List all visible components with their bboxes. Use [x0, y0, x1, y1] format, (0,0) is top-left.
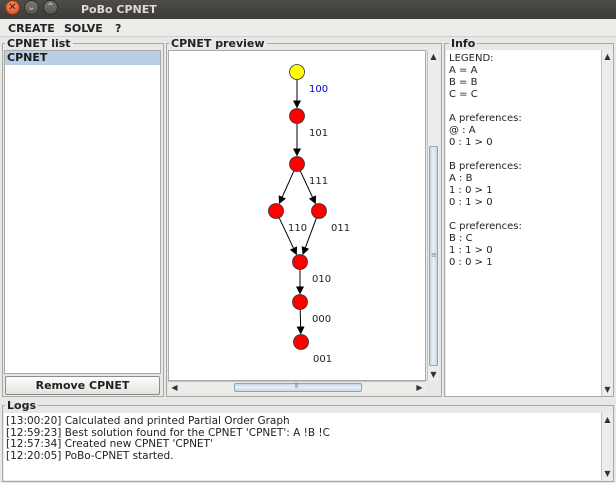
graph-node [289, 108, 305, 124]
close-icon: ✕ [8, 1, 17, 13]
info-line: A : B [449, 173, 473, 184]
info-line: C preferences: [449, 221, 522, 232]
info-line: C = C [449, 89, 478, 100]
graph-node-label: 110 [288, 223, 307, 234]
info-line: 0 : 0 > 1 [449, 257, 493, 268]
minimize-window-button[interactable]: ⌄ [24, 0, 39, 15]
menu-create[interactable]: CREATE [8, 22, 55, 35]
graph-edge [278, 170, 295, 205]
remove-cpnet-button[interactable]: Remove CPNET [5, 376, 160, 395]
info-line: 0 : 1 > 0 [449, 137, 493, 148]
scroll-up-arrow-icon[interactable]: ▲ [604, 415, 611, 424]
info-line: A = A [449, 65, 478, 76]
log-line: [12:20:05] PoBo-CPNET started. [6, 449, 174, 462]
graph-node-label: 101 [309, 128, 328, 139]
cpnet-list-title: CPNET list [5, 37, 73, 50]
maximize-icon: ⌃ [46, 1, 55, 13]
graph-edge [296, 309, 305, 335]
preview-canvas: 100 101 111 110 011 010 000 001 [168, 50, 426, 381]
graph-node [292, 254, 308, 270]
graph-node-label: 100 [309, 84, 328, 95]
info-title: Info [449, 37, 478, 50]
info-line: B preferences: [449, 161, 522, 172]
scroll-right-arrow-icon[interactable]: ▶ [416, 383, 423, 392]
info-line: @ : A [449, 125, 476, 136]
info-line: A preferences: [449, 113, 522, 124]
minimize-icon: ⌄ [27, 1, 36, 13]
scroll-down-arrow-icon[interactable]: ▼ [430, 370, 437, 379]
graph-edge [278, 217, 298, 256]
preview-vertical-scrollbar[interactable]: ▲ ≡ ▼ [427, 50, 439, 381]
log-line: [12:57:34] Created new CPNET 'CPNET' [6, 438, 213, 450]
graph-edge [301, 217, 317, 255]
maximize-window-button[interactable]: ⌃ [43, 0, 58, 15]
close-window-button[interactable]: ✕ [5, 0, 20, 15]
preview-horizontal-scrollbar[interactable]: ◀ ⦀ ▶ [168, 381, 426, 393]
scroll-up-arrow-icon[interactable]: ▲ [430, 52, 437, 61]
graph-node-label: 000 [312, 314, 331, 325]
info-line: 1 : 0 > 1 [449, 185, 493, 196]
info-line: B : C [449, 233, 473, 244]
graph-node [293, 334, 309, 350]
menu-solve[interactable]: SOLVE [64, 22, 103, 35]
info-line [446, 101, 601, 113]
menu-bar: CREATE SOLVE ? [0, 19, 616, 37]
graph-node-label: 010 [312, 274, 331, 285]
graph-node [292, 294, 308, 310]
logs-panel [2, 405, 614, 482]
graph-node-label: 111 [309, 176, 328, 187]
logs-content: [13:00:20] Calculated and printed Partia… [4, 413, 601, 480]
window-titlebar: ✕ ⌄ ⌃ PoBo CPNET [0, 0, 616, 19]
info-line: LEGEND: [449, 53, 494, 64]
scroll-down-arrow-icon[interactable]: ▼ [604, 469, 611, 478]
graph-node [268, 203, 284, 219]
preview-vscroll-thumb[interactable]: ≡ [429, 146, 438, 366]
logs-title: Logs [5, 399, 38, 412]
graph-node [311, 203, 327, 219]
graph-node [289, 156, 305, 172]
cpnet-list-panel [2, 43, 164, 397]
graph-node-label: 001 [313, 354, 332, 365]
info-line: 1 : 1 > 0 [449, 245, 493, 256]
info-line [446, 149, 601, 161]
grip-icon: ≡ [431, 251, 437, 259]
window-title: PoBo CPNET [81, 3, 157, 16]
grip-icon: ⦀ [295, 382, 299, 390]
graph-node [289, 64, 305, 80]
info-line: B = B [449, 77, 478, 88]
log-line: [13:00:20] Calculated and printed Partia… [6, 415, 290, 427]
info-line [446, 209, 601, 221]
log-line: [12:59:23] Best solution found for the C… [6, 426, 330, 439]
info-panel [444, 43, 614, 397]
list-item[interactable]: CPNET [5, 51, 160, 65]
logs-vertical-scrollbar[interactable]: ▲ ▼ [601, 413, 613, 480]
info-vertical-scrollbar[interactable]: ▲ ▼ [601, 50, 613, 396]
graph-node-label: 011 [331, 223, 350, 234]
partial-order-graph: 100 101 111 110 011 010 000 001 [268, 64, 350, 365]
scroll-left-arrow-icon[interactable]: ◀ [171, 383, 178, 392]
preview-title: CPNET preview [169, 37, 267, 50]
info-line: 0 : 1 > 0 [449, 197, 493, 208]
cpnet-list[interactable]: CPNET [4, 50, 161, 374]
graph-edge [299, 170, 317, 205]
scroll-up-arrow-icon[interactable]: ▲ [604, 52, 611, 61]
preview-hscroll-thumb[interactable]: ⦀ [234, 382, 362, 392]
menu-help[interactable]: ? [115, 22, 122, 35]
preview-panel [166, 43, 442, 397]
scroll-down-arrow-icon[interactable]: ▼ [604, 385, 611, 394]
